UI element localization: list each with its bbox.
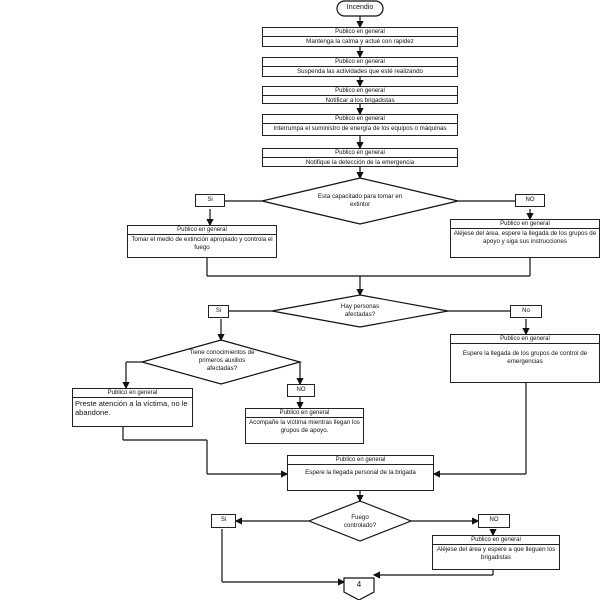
action-move-away: Publico en general Aléjese del área, esp… [450, 219, 600, 258]
step-header: Publico en general [263, 149, 457, 158]
step-text: Suspenda las actividades que esté realiz… [297, 68, 423, 75]
step-2: Publico en general Suspenda las activida… [262, 57, 458, 77]
step-text: Notificar a los brigadistas [325, 97, 395, 104]
action-text: Preste atención a la víctima, no le aban… [75, 399, 188, 417]
action-text: Acompañe la víctima mientras llegan los … [249, 419, 360, 434]
answer-no-3: NO [287, 384, 315, 397]
start-label: Incendio [346, 4, 374, 11]
action-text: Aléjese del área, espere la llegada de l… [453, 230, 597, 245]
decision-2-label: Hay personas afectadas? [340, 303, 380, 318]
step-text: Mantenga la calma y actué con rapidez [306, 38, 414, 45]
step-4: Publico en general Interrumpa el suminis… [262, 114, 458, 136]
action-text: Espere la llegada de los grupos de contr… [462, 350, 588, 365]
action-header: Publico en general [433, 536, 559, 545]
action-header: Publico en general [451, 335, 599, 344]
action-extinguish: Publico en general Tomar el medio de ext… [127, 225, 277, 258]
action-header: Publico en general [451, 220, 599, 229]
step-3: Publico en general Notificar a los briga… [262, 86, 458, 104]
step-header: Publico en general [263, 58, 457, 67]
action-text: Aléjese del área y espere a que lleguen … [436, 546, 556, 561]
action-text: Espere la llegada personal de la brigada [305, 469, 416, 476]
action-wait-brigade: Publico en general Espere la llegada per… [287, 455, 434, 491]
decision-1-label: Esta capacitado para tomar en extintor [317, 193, 403, 208]
action-first-aid: Publico en general Preste atención a la … [72, 388, 193, 427]
decision-3-diamond [139, 339, 303, 385]
offpage-connector [343, 577, 375, 600]
decision-4-diamond [307, 500, 413, 542]
step-5: Publico en general Notifique la detecció… [262, 148, 458, 167]
step-text: Notifique la detección de la emergencia [305, 159, 415, 166]
step-header: Publico en general [263, 28, 457, 37]
step-1: Publico en general Mantenga la calma y a… [262, 27, 458, 47]
action-text: Tomar el medio de extinción apropiado y … [131, 236, 273, 251]
action-wait-brigadists: Publico en general Aléjese del área y es… [432, 535, 560, 570]
action-accompany: Publico en general Acompañe la víctima m… [245, 408, 364, 444]
step-text: Interrumpa el suministro de energía de l… [273, 125, 447, 132]
decision-4-label: Fuego controlado? [343, 514, 377, 529]
action-header: Publico en general [128, 226, 276, 235]
decision-3-label: Tiene conocimientos de primeros auxilios… [189, 349, 255, 372]
answer-yes-2: Si [208, 305, 229, 318]
answer-yes-4: Si [211, 514, 236, 528]
action-header: Publico en general [246, 409, 363, 418]
decision-1-diamond [261, 177, 459, 225]
step-header: Publico en general [263, 87, 457, 96]
answer-no-2: No [510, 305, 542, 318]
connector-label: 4 [356, 580, 362, 589]
action-header: Publico en general [73, 389, 192, 398]
action-wait-groups: Publico en general Espere la llegada de … [450, 334, 600, 383]
answer-no-4: NO [478, 514, 510, 528]
step-header: Publico en general [263, 115, 457, 124]
answer-yes-1: Si [195, 194, 225, 207]
action-header: Publico en general [288, 456, 433, 465]
answer-no-1: NO [515, 194, 545, 207]
decision-2-diamond [271, 294, 449, 328]
